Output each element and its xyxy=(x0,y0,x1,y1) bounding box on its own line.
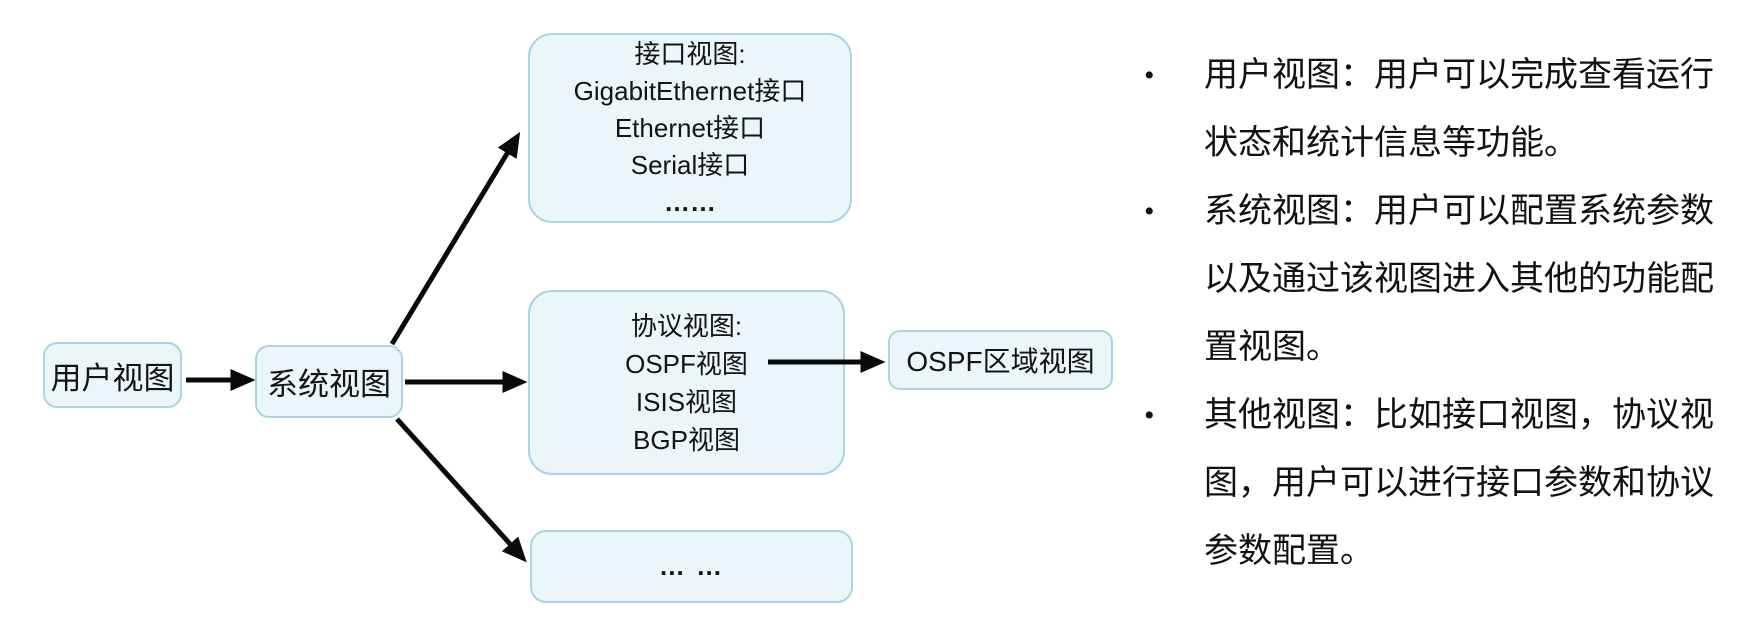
node-other-views: … … xyxy=(530,530,853,603)
protocol-view-title: 协议视图: xyxy=(630,310,743,341)
arrow-system-to-interface xyxy=(389,131,521,346)
bullet-user-view-line: 状态和统计信息等功能。 xyxy=(1204,125,1578,162)
bullet-other-views-line: 图，用户可以进行接口参数和协议 xyxy=(1204,465,1714,502)
arrow-system-to-other xyxy=(395,417,527,563)
node-ospf-area-view-label: OSPF区域视图 xyxy=(906,346,1095,377)
node-user-view: 用户视图 xyxy=(43,342,182,408)
node-protocol-view: 协议视图: OSPF视图 ISIS视图 BGP视图 xyxy=(528,290,845,475)
interface-view-title: 接口视图: xyxy=(634,38,746,69)
interface-view-ellipsis: …… xyxy=(664,186,716,217)
node-system-view-label: 系统视图 xyxy=(267,367,391,402)
node-other-views-label: … … xyxy=(658,551,725,581)
node-user-view-label: 用户视图 xyxy=(50,360,175,396)
protocol-view-item: OSPF视图 xyxy=(625,348,748,379)
interface-view-item: Ethernet接口 xyxy=(614,112,766,143)
bullet-system-view-line: 以及通过该视图进入其他的功能配 xyxy=(1204,261,1714,298)
bullet-system-view: • 系统视图：用户可以配置系统参数 以及通过该视图进入其他的功能配 置视图。 xyxy=(1130,178,1764,382)
bullet-other-views: • 其他视图：比如接口视图，协议视 图，用户可以进行接口参数和协议 参数配置。 xyxy=(1130,382,1764,586)
bullet-other-views-line: 参数配置。 xyxy=(1204,533,1374,570)
bullet-user-view-line: 用户视图：用户可以完成查看运行 xyxy=(1204,57,1714,94)
bullet-system-view-line: 系统视图：用户可以配置系统参数 xyxy=(1204,193,1714,230)
bullet-system-view-line: 置视图。 xyxy=(1204,329,1340,366)
node-interface-view: 接口视图: GigabitEthernet接口 Ethernet接口 Seria… xyxy=(528,33,852,223)
node-ospf-area-view: OSPF区域视图 xyxy=(888,330,1113,390)
protocol-view-item: BGP视图 xyxy=(633,424,740,455)
view-descriptions-panel: • 用户视图：用户可以完成查看运行 状态和统计信息等功能。 • 系统视图：用户可… xyxy=(1130,42,1764,586)
bullet-icon: • xyxy=(1144,195,1155,228)
bullet-icon: • xyxy=(1144,399,1155,432)
interface-view-item: GigabitEthernet接口 xyxy=(573,75,807,106)
bullet-other-views-line: 其他视图：比如接口视图，协议视 xyxy=(1204,397,1714,434)
node-system-view: 系统视图 xyxy=(255,345,403,418)
interface-view-item: Serial接口 xyxy=(630,149,750,180)
bullet-icon: • xyxy=(1144,59,1155,92)
protocol-view-item: ISIS视图 xyxy=(635,386,738,417)
bullet-user-view: • 用户视图：用户可以完成查看运行 状态和统计信息等功能。 xyxy=(1130,42,1764,178)
